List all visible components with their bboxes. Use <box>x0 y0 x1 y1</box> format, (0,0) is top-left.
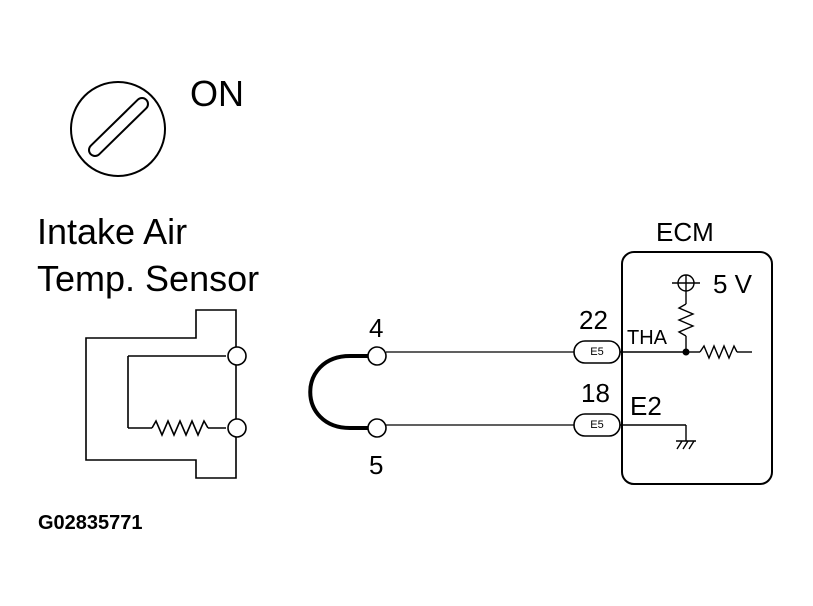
tha-signal-label: THA <box>627 327 667 349</box>
ecm-box <box>621 251 773 485</box>
sensor-terminal-bottom <box>227 418 247 438</box>
sensor-body <box>85 309 237 479</box>
ignition-state-label: ON <box>190 73 244 114</box>
tha-pin-number: 22 <box>579 305 608 335</box>
supply-5v-label: 5 V <box>713 269 753 299</box>
ecm-internal-circuit <box>620 292 752 360</box>
e2-signal-label: E2 <box>630 391 662 421</box>
supply-5v-icon <box>672 274 700 292</box>
harness-pin-5-label: 5 <box>369 450 384 480</box>
junction-dot <box>682 348 690 356</box>
ground-icon <box>620 424 696 450</box>
sensor-terminal-top <box>227 346 247 366</box>
e2-pin-number: 18 <box>581 378 610 408</box>
sensor-title-line2: Temp. Sensor <box>37 258 260 299</box>
harness-terminal-5 <box>367 418 387 438</box>
e2-connector-label: E5 <box>590 419 604 431</box>
harness-terminal-4 <box>367 346 387 366</box>
figure-id: G02835771 <box>38 512 143 534</box>
harness-loop <box>308 354 368 430</box>
sensor-title-line1: Intake Air <box>37 211 188 252</box>
harness-pin-4-label: 4 <box>369 313 384 343</box>
ecm-title: ECM <box>656 217 714 247</box>
tha-connector-label: E5 <box>590 346 604 358</box>
ignition-switch-icon <box>70 81 166 177</box>
